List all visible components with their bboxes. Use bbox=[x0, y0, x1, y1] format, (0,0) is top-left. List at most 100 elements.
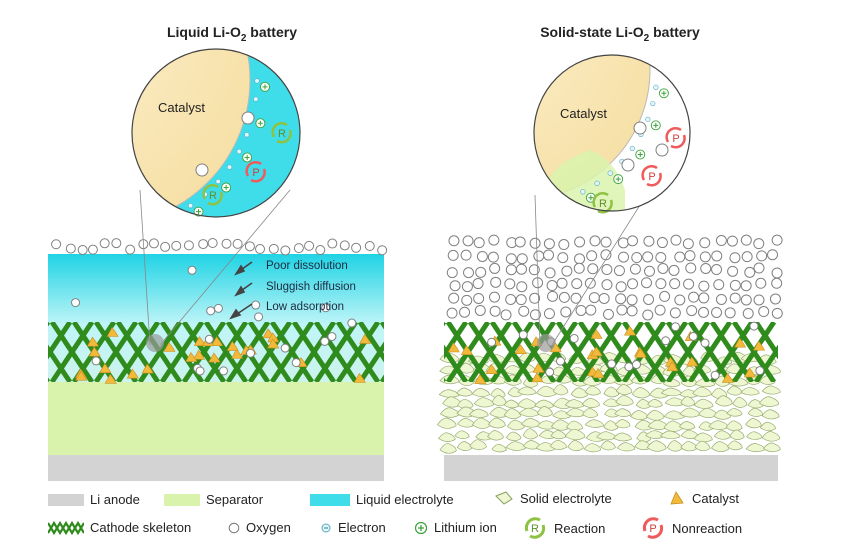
oxygen-bubble bbox=[447, 249, 459, 261]
catalyst-particle bbox=[208, 352, 221, 363]
solid-electrolyte-grain bbox=[729, 429, 745, 440]
separator-layer bbox=[48, 382, 384, 455]
solid-electrolyte-grain bbox=[698, 407, 718, 418]
oxygen-bubble bbox=[555, 356, 565, 366]
oxygen-bubble bbox=[91, 356, 101, 366]
oxygen-bubble bbox=[251, 300, 261, 310]
battery-diagram: RPR Catalyst PPR Catalyst bbox=[48, 48, 783, 481]
oxygen-bubble bbox=[221, 238, 232, 249]
solid-electrolyte-grain bbox=[582, 407, 598, 418]
legend-oxygen: Oxygen bbox=[228, 520, 291, 535]
oxygen-bubble bbox=[77, 244, 88, 255]
oxygen-bubble bbox=[546, 280, 558, 292]
svg-text:R: R bbox=[531, 523, 539, 535]
solid-electrolyte-grain bbox=[569, 366, 586, 376]
oxygen-bubble bbox=[195, 163, 209, 177]
cathode-skeleton-icon bbox=[48, 520, 84, 535]
oxygen-bubble bbox=[633, 121, 647, 135]
oxygen-bubble bbox=[769, 293, 781, 305]
legend-reaction: R Reaction bbox=[522, 515, 605, 541]
oxygen-bubble bbox=[533, 250, 545, 262]
oxygen-bubble bbox=[474, 304, 486, 316]
oxygen-bubble bbox=[171, 240, 182, 251]
catalyst-particle bbox=[734, 337, 747, 348]
solid-electrolyte-grain bbox=[745, 443, 766, 453]
oxygen-bubble bbox=[729, 252, 741, 264]
oxygen-bubble bbox=[668, 264, 680, 276]
oxygen-bubble bbox=[644, 265, 656, 277]
oxygen-bubble bbox=[489, 291, 501, 303]
legend-lithium-ion: Lithium ion bbox=[414, 520, 497, 535]
electron bbox=[253, 96, 259, 102]
solid-electrolyte-grain bbox=[710, 441, 730, 452]
solid-electrolyte-grain bbox=[634, 440, 652, 451]
catalyst-particle bbox=[185, 351, 198, 362]
oxygen-bubble bbox=[327, 332, 337, 342]
oxygen-bubble bbox=[627, 278, 639, 290]
catalyst-particle bbox=[532, 362, 545, 373]
solid-electrolyte-grain bbox=[727, 440, 743, 451]
oxygen-bubble bbox=[254, 312, 264, 322]
solid-electrolyte-icon bbox=[495, 491, 513, 505]
oxygen-bubble bbox=[627, 235, 639, 247]
solid-electrolyte-grain bbox=[678, 421, 696, 430]
electron bbox=[645, 116, 651, 122]
catalyst-particle bbox=[686, 356, 699, 367]
catalyst-particle bbox=[590, 346, 603, 357]
oxygen-bubble bbox=[315, 245, 326, 256]
oxygen-bubble bbox=[771, 267, 783, 279]
solid-electrolyte-grain bbox=[740, 386, 760, 396]
electron bbox=[187, 203, 194, 209]
oxygen-bubble bbox=[573, 262, 585, 274]
oxygen-icon bbox=[228, 522, 240, 533]
oxygen-bubble bbox=[655, 143, 669, 157]
oxygen-bubble bbox=[213, 303, 223, 313]
solid-electrolyte-grain bbox=[726, 385, 743, 396]
oxygen-bubble bbox=[557, 252, 569, 264]
catalyst-particle bbox=[163, 341, 176, 352]
solid-electrolyte-grain bbox=[603, 386, 620, 398]
separator-swatch bbox=[164, 493, 200, 506]
oxygen-bubble bbox=[711, 264, 723, 276]
oxygen-bubble bbox=[518, 330, 528, 340]
oxygen-bubble bbox=[505, 264, 517, 276]
oxygen-bubble bbox=[617, 237, 629, 249]
oxygen-bubble bbox=[698, 306, 710, 318]
oxygen-bubble bbox=[618, 251, 630, 263]
electron bbox=[244, 132, 250, 138]
electron bbox=[653, 84, 659, 90]
oxygen-bubble bbox=[556, 277, 568, 289]
annotation-low-adsorption: Low adsorption bbox=[266, 301, 344, 313]
annotation-sluggish-diffusion: Sluggish diffusion bbox=[266, 281, 356, 293]
solid-electrolyte-grain bbox=[458, 362, 475, 374]
reaction-symbol: R bbox=[599, 198, 607, 210]
oxygen-bubble bbox=[674, 251, 686, 263]
electron bbox=[629, 145, 635, 152]
solid-electrolyte-grain bbox=[631, 387, 650, 399]
oxygen-bubble bbox=[670, 234, 682, 246]
reaction-symbol: R bbox=[278, 128, 286, 140]
oxygen-bubble bbox=[657, 262, 669, 274]
solid-electrolyte-grain bbox=[761, 431, 781, 442]
solid-electrolyte-grain bbox=[660, 387, 682, 397]
solid-electrolyte-grain bbox=[615, 383, 633, 396]
oxygen-bubbles bbox=[446, 234, 783, 380]
legend-separator: Separator bbox=[164, 492, 263, 507]
catalyst-particle bbox=[753, 340, 766, 351]
solid-electrolyte-grain bbox=[570, 387, 588, 399]
oxygen-bubble bbox=[504, 278, 516, 290]
oxygen-bubble bbox=[771, 234, 783, 246]
oxygen-bubble bbox=[280, 343, 290, 353]
catalyst-particle bbox=[447, 342, 460, 353]
oxygen-bubble bbox=[575, 304, 587, 316]
solid-electrolyte-grain bbox=[503, 408, 521, 420]
catalyst-particle bbox=[359, 333, 372, 344]
solid-electrolyte-grain bbox=[647, 398, 663, 408]
oxygen-bubble bbox=[615, 293, 627, 305]
zoom-catalyst-label: Catalyst bbox=[560, 106, 607, 121]
legend-cathode-skeleton: Cathode skeleton bbox=[48, 520, 191, 535]
solid-electrolyte-grain bbox=[456, 387, 473, 397]
solid-electrolyte-grain bbox=[550, 430, 567, 440]
oxygen-bubble bbox=[490, 276, 502, 288]
oxygen-bubble bbox=[529, 309, 541, 321]
